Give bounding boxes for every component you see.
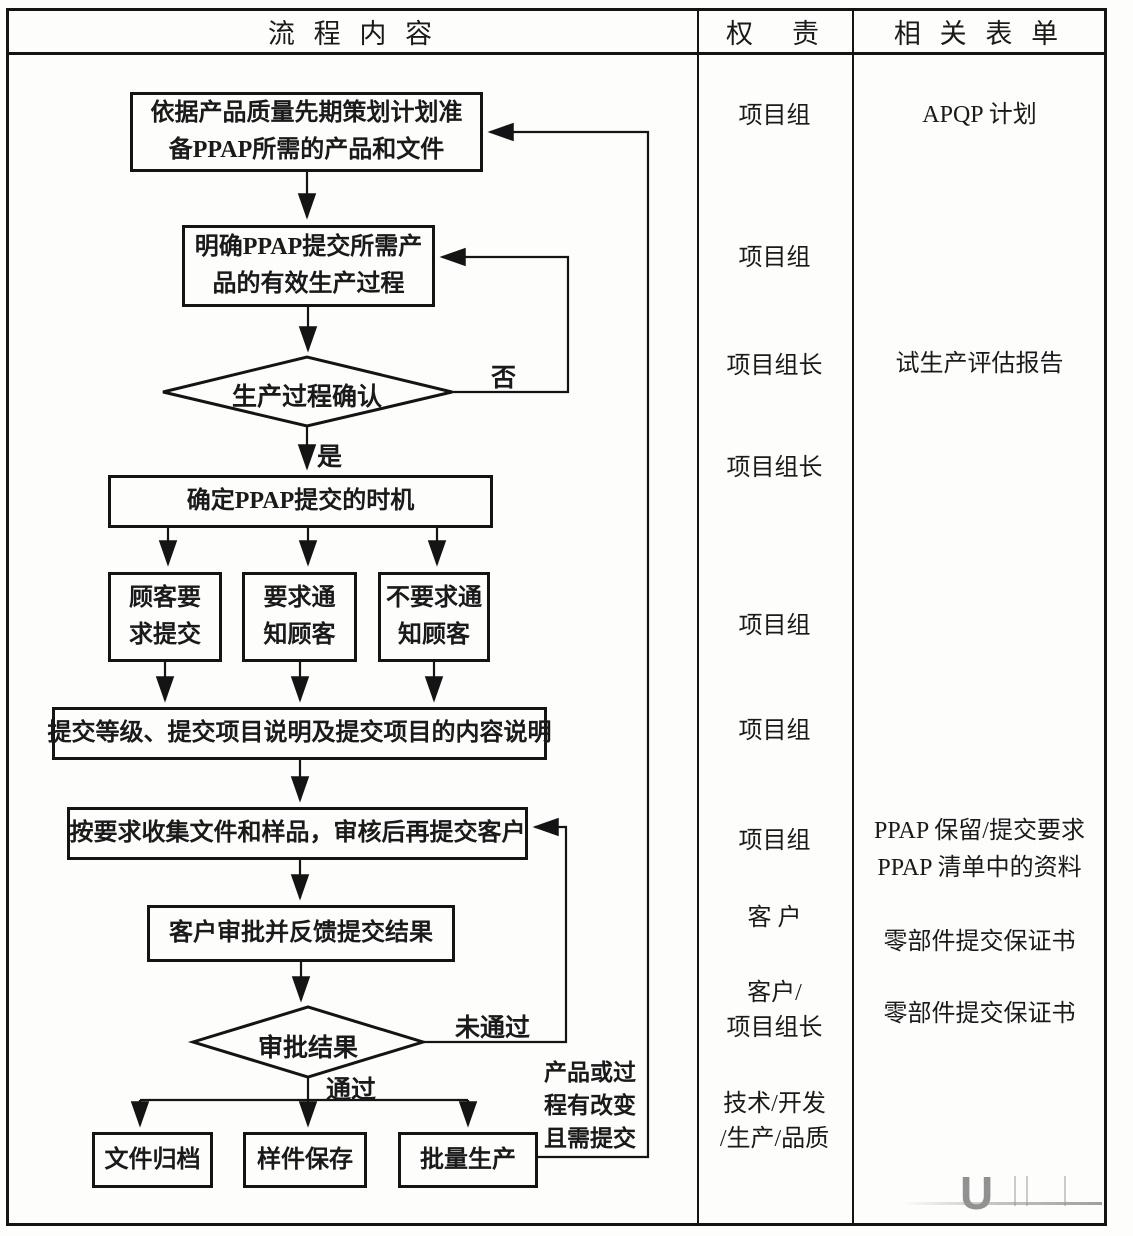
form-trial-production-report: 试生产评估报告: [895, 351, 1064, 377]
decision-approval-result-label: 审批结果: [257, 1035, 358, 1062]
step-mass-production-box: 批量生产: [398, 1132, 538, 1188]
step-prepare-ppap-box: 依据产品质量先期策划计划准 备PPAP所需的产品和文件: [130, 92, 483, 172]
step-notify-customer-line1: 要求通: [263, 585, 336, 611]
step-clarify-process-box: 明确PPAP提交所需产 品的有效生产过程: [182, 225, 435, 307]
responsibility-project-team-5: 项目组: [738, 828, 811, 854]
form-ppap-retention-line2: PPAP 清单中的资料: [877, 855, 1082, 881]
step-notify-customer-box: 要求通 知顾客: [242, 572, 357, 662]
responsibility-project-team-3: 项目组: [738, 613, 811, 639]
branch-passed-label: 通过: [326, 1077, 377, 1104]
decision-production-process-shape: [162, 355, 453, 428]
form-part-submission-warrant-2: 零部件提交保证书: [883, 1001, 1076, 1027]
step-no-notify-customer-line2: 知顾客: [398, 622, 470, 648]
form-ppap-retention-line1: PPAP 保留/提交要求: [874, 818, 1085, 844]
branch-yes-label: 是: [317, 444, 343, 471]
step-customer-approval-box: 客户审批并反馈提交结果: [147, 905, 455, 962]
step-collect-documents-label: 按要求收集文件和样品，审核后再提交客户: [69, 820, 526, 846]
feedback-change-note-line2: 程有改变: [544, 1093, 636, 1118]
step-clarify-line1: 明确PPAP提交所需产: [194, 234, 423, 260]
form-part-submission-warrant-1: 零部件提交保证书: [883, 929, 1076, 955]
step-customer-requires-line2: 求提交: [129, 622, 201, 648]
responsibility-project-team-2: 项目组: [738, 245, 811, 271]
branch-no-label: 否: [491, 365, 517, 392]
header-divider: [6, 52, 1107, 55]
responsibility-project-leader-2: 项目组长: [726, 455, 823, 481]
decision-approval-result-shape: [187, 1005, 429, 1079]
form-apqp-plan: APQP 计划: [922, 102, 1037, 128]
responsibility-customer-leader: 客户/ 项目组长: [699, 976, 850, 1046]
step-submission-level-box: 提交等级、提交项目说明及提交项目的内容说明: [48, 707, 552, 760]
table-border-right: [1104, 8, 1107, 1226]
step-notify-customer-line2: 知顾客: [263, 622, 336, 648]
step-archive-documents-label: 文件归档: [104, 1146, 201, 1173]
table-border-left: [6, 8, 9, 1226]
feedback-change-note: 产品或过 程有改变 且需提交: [544, 1056, 636, 1155]
header-process-content: 流 程 内 容: [267, 18, 439, 49]
responsibility-customer-leader-line2: 项目组长: [726, 1015, 823, 1041]
step-no-notify-customer-line1: 不要求通: [386, 585, 482, 611]
column-divider-2: [852, 8, 854, 1226]
step-submission-level-label: 提交等级、提交项目说明及提交项目的内容说明: [47, 720, 552, 746]
step-determine-timing-box: 确定PPAP提交的时机: [108, 475, 493, 528]
column-divider-1: [697, 8, 699, 1226]
step-collect-documents-box: 按要求收集文件和样品，审核后再提交客户: [67, 807, 528, 860]
form-ppap-retention-list: PPAP 保留/提交要求 PPAP 清单中的资料: [854, 813, 1105, 887]
step-no-notify-customer-box: 不要求通 知顾客: [378, 572, 490, 662]
branch-not-passed-label: 未通过: [455, 1015, 531, 1042]
step-determine-timing-label: 确定PPAP提交的时机: [186, 488, 415, 514]
responsibility-customer-leader-line1: 客户/: [747, 980, 802, 1006]
responsibility-project-leader-1: 项目组长: [726, 353, 823, 379]
step-prepare-line1: 依据产品质量先期策划计划准: [150, 100, 463, 126]
step-clarify-line2: 品的有效生产过程: [212, 271, 405, 297]
responsibility-tech-departments: 技术/开发 /生产/品质: [699, 1087, 850, 1157]
decision-production-process-label: 生产过程确认: [231, 384, 382, 411]
table-border-top: [6, 8, 1107, 11]
step-customer-requires-box: 顾客要 求提交: [108, 572, 222, 662]
header-responsibility: 权 责: [726, 18, 825, 49]
step-customer-approval-label: 客户审批并反馈提交结果: [169, 920, 433, 946]
step-mass-production-label: 批量生产: [420, 1146, 516, 1173]
feedback-change-note-line1: 产品或过: [544, 1060, 636, 1085]
table-border-bottom: [6, 1223, 1107, 1226]
step-keep-samples-label: 样件保存: [257, 1146, 353, 1173]
responsibility-tech-departments-line2: /生产/品质: [719, 1126, 830, 1152]
step-archive-documents-box: 文件归档: [92, 1132, 213, 1188]
header-related-forms: 相 关 表 单: [893, 18, 1065, 49]
responsibility-project-team-1: 项目组: [738, 103, 811, 129]
responsibility-project-team-4: 项目组: [738, 718, 811, 744]
step-customer-requires-line1: 顾客要: [129, 585, 201, 611]
responsibility-tech-departments-line1: 技术/开发: [723, 1091, 826, 1117]
responsibility-customer: 客 户: [747, 905, 802, 931]
feedback-change-note-line3: 且需提交: [544, 1126, 636, 1151]
step-keep-samples-box: 样件保存: [243, 1132, 367, 1188]
step-prepare-line2: 备PPAP所需的产品和文件: [168, 137, 445, 163]
